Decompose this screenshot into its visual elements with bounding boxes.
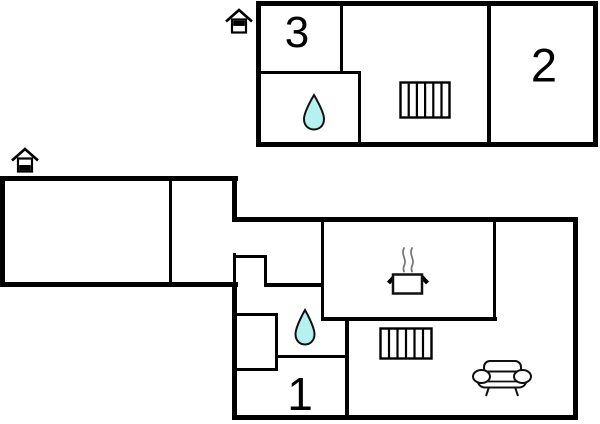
radiator-icon	[379, 327, 433, 360]
wall-segment	[264, 283, 324, 287]
wall-segment	[340, 1, 343, 74]
wall-segment	[345, 317, 349, 420]
wall-segment	[232, 282, 237, 420]
upper-floor-plan: 3 2	[256, 1, 598, 147]
wall-segment	[256, 1, 598, 6]
wall-segment	[232, 313, 278, 316]
water-drop-icon	[294, 308, 316, 346]
room-label-3: 3	[284, 8, 310, 57]
wall-segment	[232, 176, 237, 222]
wall-segment	[232, 415, 578, 420]
stove-pot-icon	[386, 247, 430, 295]
wall-segment	[358, 71, 361, 147]
wall-segment	[256, 1, 261, 147]
wall-segment	[487, 1, 491, 147]
wall-segment	[232, 368, 278, 371]
wall-segment	[573, 217, 578, 420]
wall-segment	[233, 253, 236, 282]
house-upper-floor-icon	[225, 8, 253, 34]
water-drop-icon	[302, 93, 326, 131]
wall-segment	[256, 71, 361, 74]
sofa-icon	[472, 360, 532, 397]
wall-segment	[493, 217, 496, 321]
wall-segment	[321, 217, 324, 321]
wall-segment	[275, 355, 349, 358]
ground-floor-plan: 1	[0, 176, 578, 422]
wall-segment	[593, 1, 598, 147]
house-ground-floor-icon	[11, 147, 39, 173]
room-label-2: 2	[530, 38, 558, 92]
wall-segment	[0, 282, 238, 287]
wall-segment	[0, 176, 238, 181]
radiator-icon	[399, 81, 451, 119]
wall-segment	[321, 317, 497, 321]
wall-segment	[169, 176, 172, 282]
wall-segment	[275, 313, 278, 371]
wall-segment	[256, 142, 598, 147]
wall-segment	[0, 176, 5, 287]
room-label-1: 1	[287, 368, 313, 420]
wall-segment	[264, 255, 267, 287]
wall-segment	[233, 255, 267, 258]
wall-segment	[232, 217, 578, 222]
